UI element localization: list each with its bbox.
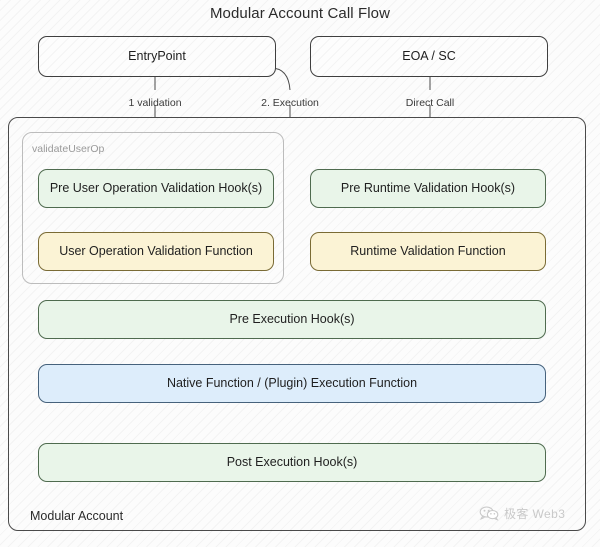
node-native-function[interactable]: Native Function / (Plugin) Execution Fun… <box>38 364 546 403</box>
validate-user-op-label: validateUserOp <box>32 143 105 155</box>
page-title: Modular Account Call Flow <box>209 5 391 22</box>
node-entrypoint[interactable]: EntryPoint <box>38 36 276 77</box>
node-eoa-sc[interactable]: EOA / SC <box>310 36 548 77</box>
edge-label-validation: 1 validation <box>128 97 182 109</box>
node-post-execution-hook[interactable]: Post Execution Hook(s) <box>38 443 546 482</box>
watermark: 极客 Web3 <box>479 505 565 522</box>
wechat-icon <box>479 506 499 521</box>
node-pre-runtime-validation-hook[interactable]: Pre Runtime Validation Hook(s) <box>310 169 546 208</box>
watermark-text: 极客 Web3 <box>504 507 566 521</box>
node-pre-user-operation-validation-hook[interactable]: Pre User Operation Validation Hook(s) <box>38 169 274 208</box>
node-runtime-validation-function[interactable]: Runtime Validation Function <box>310 232 546 271</box>
edge-label-execution: 2. Execution <box>261 97 319 109</box>
node-user-operation-validation-function[interactable]: User Operation Validation Function <box>38 232 274 271</box>
modular-account-label: Modular Account <box>30 509 124 523</box>
node-pre-execution-hook[interactable]: Pre Execution Hook(s) <box>38 300 546 339</box>
edge-label-direct-call: Direct Call <box>405 97 455 109</box>
